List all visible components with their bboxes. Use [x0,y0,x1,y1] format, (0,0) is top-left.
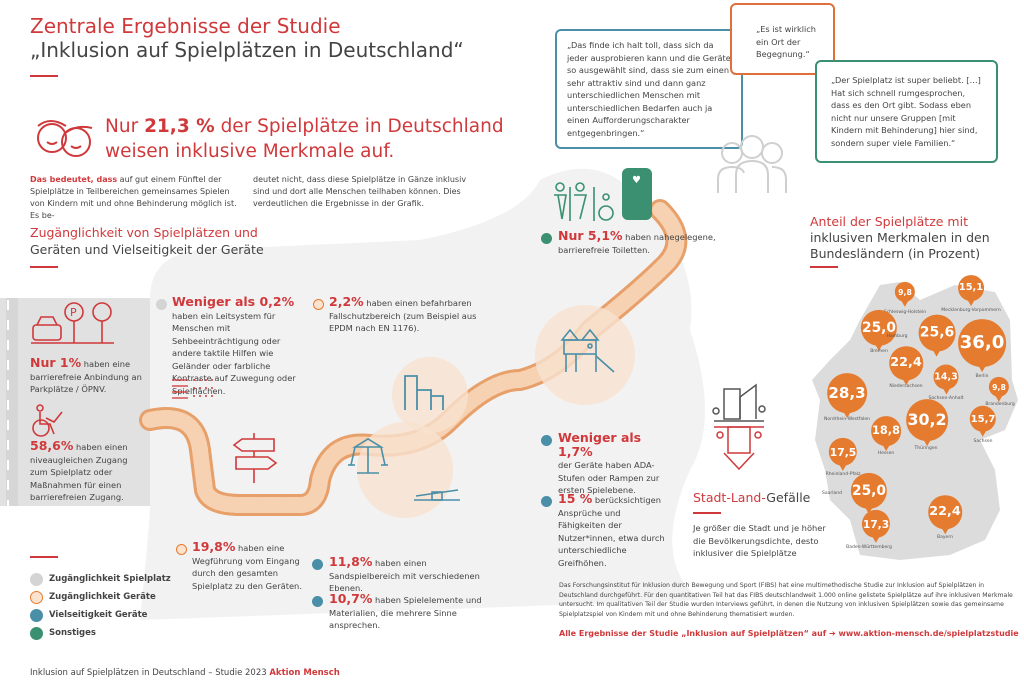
map-pin: 9,8 [894,281,916,308]
category-dot [312,596,323,607]
arrow-circle-icon: ➔ [829,629,839,638]
accessible-toilet-icon: ♥ [554,168,652,221]
map-state-label: Thüringen [914,446,938,451]
stat-guidance: Weniger als 0,2%haben ein Leitsystem für… [172,294,296,396]
stat-wayfinding: 19,8% haben eine Wegführung vom Eingang … [192,539,302,591]
stat-level-access: 58,6% haben einen niveaugleichen Zugang … [30,438,128,502]
legend-swatch [30,590,43,604]
map-state-label: Brandenburg [985,402,1015,407]
signpost-icon [232,433,278,483]
divider [693,512,721,514]
stat-sand: 11,8% haben einen Sandspielbereich mit v… [329,554,480,593]
map-pin: 15,7 [969,405,997,438]
stat-toilets: Nur 5,1% haben nahegelegene, barrierefre… [558,228,716,255]
map-pin: 17,3 [861,509,891,544]
category-dot [312,559,323,570]
title-line2: „Inklusion auf Spielplätzen in Deutschla… [30,38,464,62]
map-pin: 36,0 [958,319,1006,372]
play-tower-icon [560,328,615,373]
map-pin: 25,6 [918,314,956,357]
climbing-bars-icon [404,375,444,410]
divider [30,266,58,268]
car-parking-bus-icon: P [31,302,114,344]
seesaw-icon [414,489,460,501]
legend-item: Zugänglichkeit Geräte [30,588,171,606]
map-state-label: Baden-Württemberg [846,545,892,550]
study-link[interactable]: Alle Ergebnisse der Studie „Inklusion au… [559,629,1019,638]
map-pin: 18,8 [871,416,901,451]
legend-swatch [30,608,43,622]
cityland-text: Je größer die Stadt und je höher die Bev… [693,523,826,558]
map-state-label: Bayern [937,535,953,540]
map-state-label: Hessen [877,451,895,456]
map-pin: 25,0 [860,309,898,352]
footer: Inklusion auf Spielplätzen in Deutschlan… [30,668,340,678]
map-pin: 22,4 [928,495,962,534]
quote-bubble-1: „Das finde ich halt toll, dass sich da j… [555,29,743,149]
divider [30,556,58,558]
map-state-label: Mecklenburg-Vorpommern [941,308,1001,313]
legend-item: Zugänglichkeit Spielplatz [30,570,171,588]
map-pin: 14,3 [933,364,959,395]
map-pin: 30,2 [906,399,948,446]
category-dot [541,233,552,244]
divider [30,75,58,77]
map-state-label: Schleswig-Holstein [883,310,927,315]
intro-col1: Das bedeutet, dass auf gut einem Fünftel… [30,175,237,220]
stat-fall-protection: 2,2% haben einen befahrbaren Fallschutzb… [329,294,477,333]
map-pin: 15,1 [958,275,984,306]
stat-senses: 10,7% haben Spielelemente und Materialie… [329,591,482,630]
wheelchair-icon [32,404,63,437]
study-description: Das Forschungsinstitut für Inklusion dur… [559,582,1013,618]
divider [810,266,838,268]
legend-item: Sonstiges [30,624,171,642]
map-state-label: Hamburg [886,334,908,339]
map-state-label: Bremen [870,349,888,354]
category-dot [541,435,552,446]
quote-bubble-3: „Der Spielplatz ist super beliebt. […] H… [815,60,998,163]
city-to-country-icon [712,383,766,471]
legend: Zugänglichkeit Spielplatz Zugänglichkeit… [30,570,171,642]
map-state-label: Sachsen-Anhalt [928,396,964,401]
map-pin: 22,4 [889,346,923,385]
people-group-icon [717,135,787,193]
map-state-label: Saarland [822,491,842,496]
map-state-label: Sachsen [973,439,993,444]
headline: Nur 21,3 % der Spielplätze in Deutschlan… [105,116,504,162]
svg-text:P: P [70,306,77,319]
category-dot [541,496,552,507]
category-dot [313,299,324,310]
children-faces-icon [37,120,93,157]
map-pin: 17,5 [828,437,858,472]
legend-swatch [30,626,43,640]
svg-text:♥: ♥ [632,175,641,186]
stat-users: 15 % berücksichtigen Ansprüche und Fähig… [558,491,665,568]
map-state-label: Nordrhein-Westfalen [824,417,870,422]
stat-ramps: Weniger als 1,7%der Geräte haben ADA-Stu… [558,430,660,495]
map-pin: 25,0 [850,472,888,515]
map-pin: 28,3 [827,373,867,418]
cityland-title: Stadt-Land-Gefälle [693,490,811,505]
carousel-swing-icon [348,438,388,474]
intro-col2: deutet nicht, dass diese Spielplätze in … [253,175,467,208]
category-dot [176,544,187,555]
tactile-icon [172,379,213,399]
map-state-label: Berlin [975,374,989,379]
map-state-label: Niedersachsen [889,384,923,389]
legend-swatch [30,572,43,586]
stat-parking: Nur 1% haben eine barrierefreie Anbindun… [30,355,142,394]
title-line1: Zentrale Ergebnisse der Studie [30,14,341,38]
quote-bubble-2: „Es ist wirklich ein Ort der Begegnung.“ [730,3,835,75]
category-dot [156,299,167,310]
map-pin: 9,8 [988,376,1010,403]
legend-item: Vielseitigkeit Geräte [30,606,171,624]
map-state-label: Rheinland-Pfalz [825,472,861,477]
